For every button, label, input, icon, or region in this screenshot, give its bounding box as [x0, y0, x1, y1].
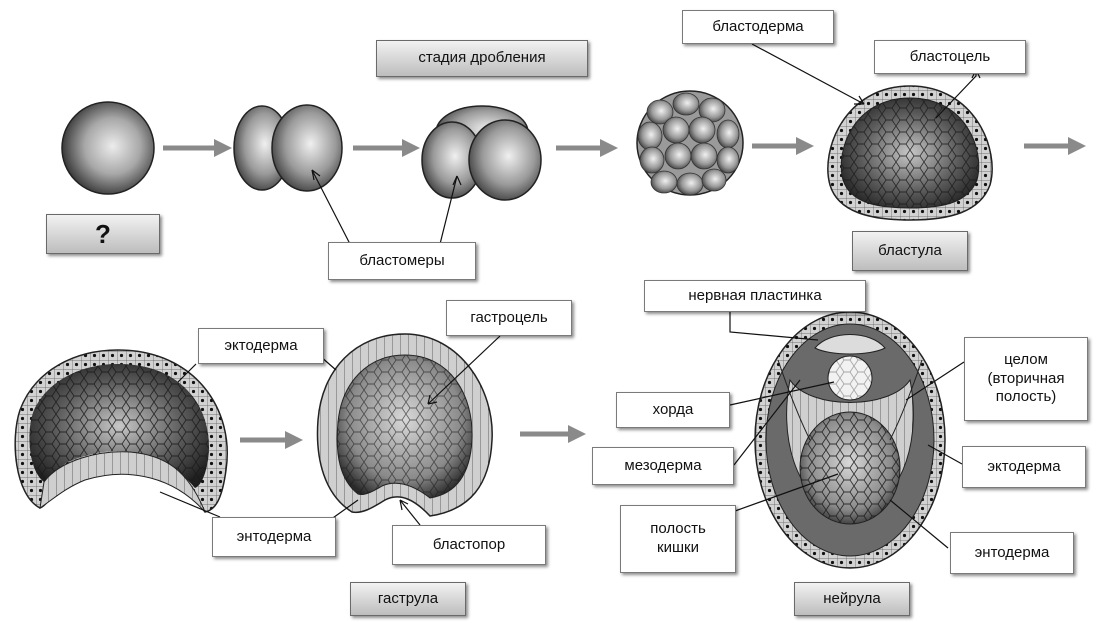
two-cell-embryo	[234, 105, 342, 191]
zygote	[62, 102, 154, 194]
arrow-blastula-to-gastrula	[1024, 137, 1086, 155]
blastomeres-label: бластомеры	[328, 242, 476, 280]
coelom-label: целом (вторичная полость)	[964, 337, 1088, 421]
gut-cavity-label: полость кишки	[620, 505, 736, 573]
neural-plate-label: нервная пластинка	[644, 280, 866, 312]
arrow-4cell-to-morula	[556, 139, 618, 157]
notochord-label: хорда	[616, 392, 730, 428]
zygote-unknown-label: ?	[46, 214, 160, 254]
mesoderm-label: мезодерма	[592, 447, 734, 485]
arrow-gastrula-to-neurula	[520, 425, 586, 443]
four-cell-embryo	[422, 106, 541, 200]
blastoderm-label: бластодерма	[682, 10, 834, 44]
blastocoel-label: бластоцель	[874, 40, 1026, 74]
neurula-label: нейрула	[794, 582, 910, 616]
morula	[637, 91, 743, 195]
cleavage-stage-label: стадия дробления	[376, 40, 588, 77]
ectoderm-gastrula-label: эктодерма	[198, 328, 324, 364]
ectoderm-neurula-label: эктодерма	[962, 446, 1086, 488]
arrow-zygote-to-2cell	[163, 139, 232, 157]
endoderm-neurula-label: энтодерма	[950, 532, 1074, 574]
arrow-early-to-late-gastrula	[240, 431, 303, 449]
arrow-2cell-to-4cell	[353, 139, 420, 157]
late-gastrula	[317, 334, 492, 516]
neurula	[755, 312, 945, 568]
gastrula-label: гаструла	[350, 582, 466, 616]
blastopore-label: бластопор	[392, 525, 546, 565]
arrow-morula-to-blastula	[752, 137, 814, 155]
endoderm-gastrula-label: энтодерма	[212, 517, 336, 557]
gastrocoel-label: гастроцель	[446, 300, 572, 336]
blastula-label: бластула	[852, 231, 968, 271]
early-gastrula	[15, 350, 227, 512]
blastula	[828, 86, 992, 220]
